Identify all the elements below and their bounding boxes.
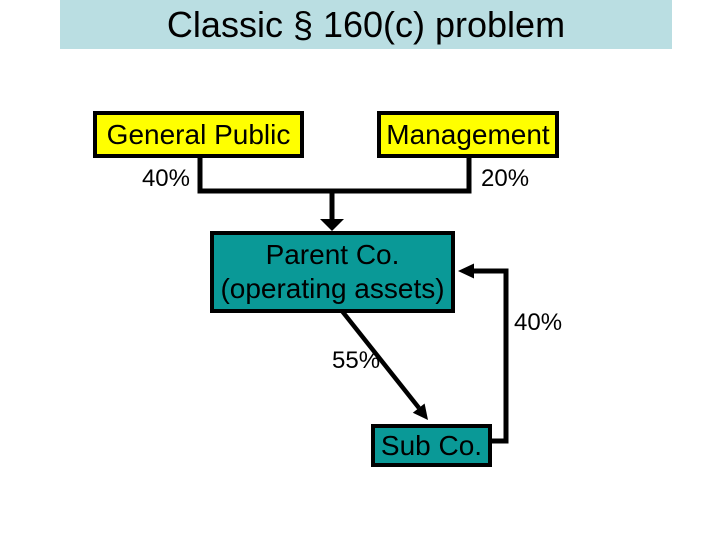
label-parent-in-sub-ownership: 55%: [332, 347, 381, 374]
arrowhead-diag-into-sub-icon: [412, 403, 428, 420]
node-general-public-label: General Public: [106, 118, 291, 150]
node-parent-co: Parent Co. (operating assets): [210, 231, 455, 313]
node-parent-co-label: Parent Co.: [265, 239, 400, 270]
label-management-ownership: 20%: [481, 165, 530, 192]
label-general-public-ownership: 40%: [141, 165, 190, 192]
node-parent-co-sublabel: (operating assets): [220, 273, 445, 304]
node-general-public: General Public: [93, 111, 304, 158]
label-sub-in-parent-ownership: 40%: [514, 309, 563, 336]
node-management-label: Management: [386, 118, 550, 150]
connector-shareholders-merge: [197, 158, 472, 194]
arrowhead-down-into-parent-icon: [320, 219, 344, 231]
title-band: Classic § 160(c) problem: [60, 0, 672, 49]
slide-title: Classic § 160(c) problem: [166, 3, 566, 45]
connector-sub-to-parent: [474, 268, 509, 444]
node-sub-co-label: Sub Co.: [380, 429, 483, 461]
node-management: Management: [377, 111, 559, 158]
node-sub-co: Sub Co.: [371, 424, 492, 467]
arrowhead-left-into-parent-icon: [458, 263, 474, 279]
